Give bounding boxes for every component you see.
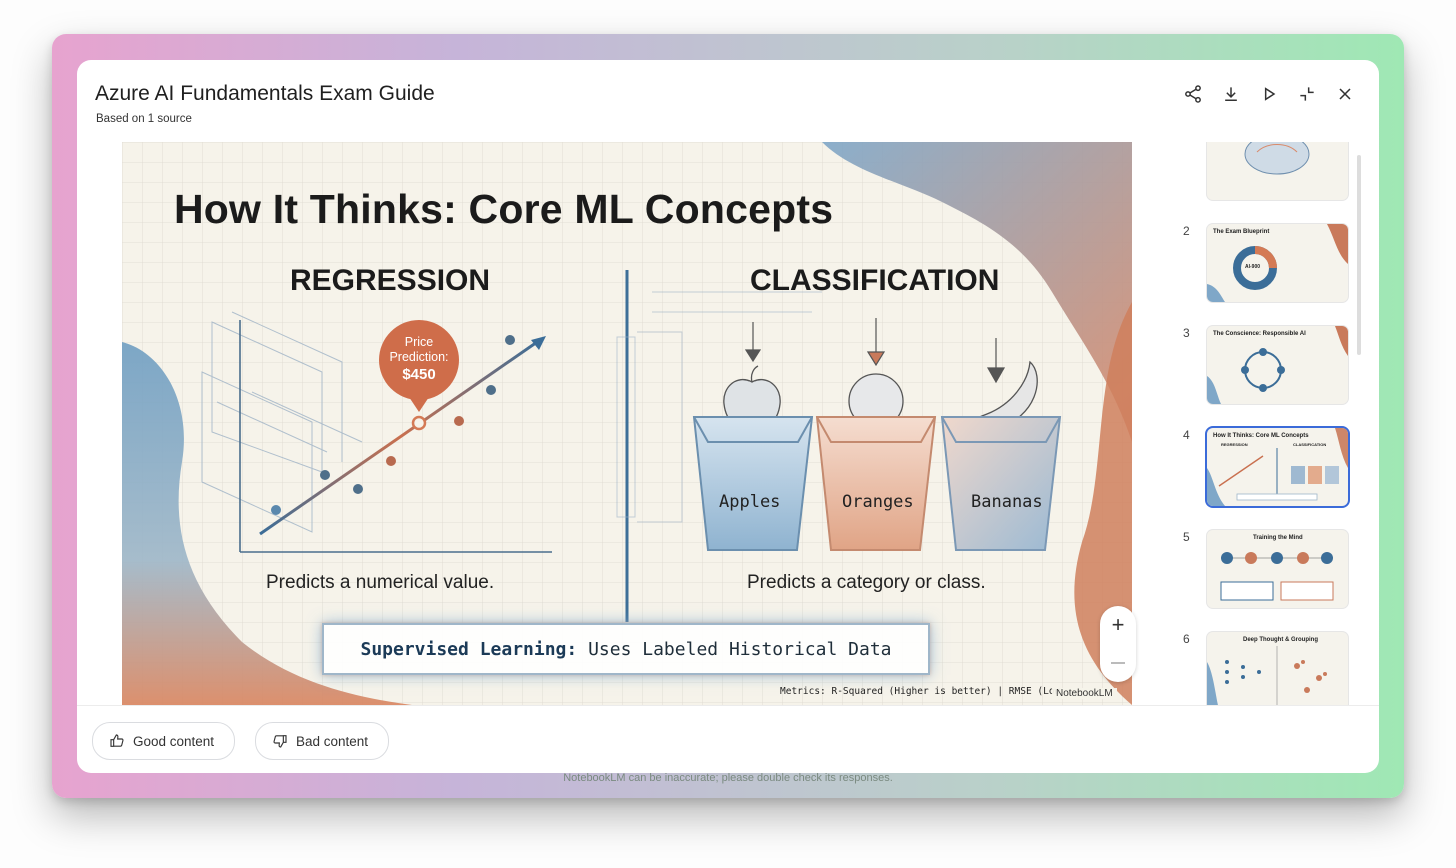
zoom-in-button[interactable]: + (1111, 612, 1125, 637)
header-actions (1181, 82, 1357, 106)
thumbnail-1[interactable] (1177, 142, 1367, 202)
ring-illustration (1207, 326, 1348, 404)
thumbnail-6[interactable]: 6 Deep Thought & Grouping (1177, 632, 1367, 705)
price-value: $450 (402, 366, 436, 383)
thumbnail-card[interactable] (1207, 142, 1348, 200)
thumbnail-card[interactable]: The Conscience: Responsible AI (1207, 326, 1348, 404)
footer-divider (77, 705, 1379, 706)
metrics-note: Metrics: R-Squared (Higher is better) | … (780, 686, 1061, 697)
thumbs-up-icon (110, 734, 124, 747)
bad-content-button[interactable]: Bad content (255, 722, 390, 760)
thumbnail-card-selected[interactable]: How It Thinks: Core ML Concepts REGRESSI… (1207, 428, 1348, 506)
thumbnail-4[interactable]: 4 How It Thinks: Core ML Concepts REGRES… (1177, 428, 1367, 508)
slide-artwork (122, 142, 1132, 705)
thumbnail-number: 2 (1183, 224, 1190, 238)
thumbnail-5[interactable]: 5 Training the Mind (1177, 530, 1367, 610)
good-content-button[interactable]: Good content (92, 722, 236, 760)
supervised-learning-bold: Supervised Learning: (360, 638, 578, 660)
network-illustration (1207, 646, 1327, 705)
disclaimer-text: NotebookLM can be inaccurate; please dou… (563, 772, 893, 784)
thumbnail-card[interactable]: The Exam Blueprint AI-900 (1207, 224, 1348, 302)
play-icon[interactable] (1257, 82, 1281, 106)
thumbs-down-icon (273, 735, 287, 748)
notebooklm-watermark: NotebookLM (1052, 688, 1117, 699)
slide-viewer-modal: Azure AI Fundamentals Exam Guide Based o… (77, 60, 1379, 773)
current-slide: How It Thinks: Core ML Concepts REGRESSI… (122, 142, 1132, 705)
price-label-1: Price (404, 335, 434, 349)
thumbnail-card[interactable]: Deep Thought & Grouping (1207, 632, 1348, 705)
page-title: Azure AI Fundamentals Exam Guide (95, 82, 435, 105)
donut-illustration (1207, 224, 1348, 302)
thumbnail-scrollbar[interactable] (1357, 155, 1361, 355)
good-content-label: Good content (133, 733, 215, 749)
thumbnail-number: 5 (1183, 530, 1190, 544)
thumbnail-number: 6 (1183, 632, 1190, 646)
thumbnail-3[interactable]: 3 The Conscience: Responsible AI (1177, 326, 1367, 406)
regression-heading: REGRESSION (290, 264, 491, 297)
flow-illustration (1220, 552, 1334, 601)
classification-heading: CLASSIFICATION (750, 264, 1000, 297)
thumbnail-sub-right: CLASSIFICATION (1293, 442, 1327, 447)
thumbnail-title: Deep Thought & Grouping (1243, 637, 1318, 643)
bad-content-label: Bad content (296, 733, 369, 749)
regression-points (271, 335, 515, 515)
zoom-out-button[interactable] (1111, 662, 1125, 664)
thumbnail-number: 3 (1183, 326, 1190, 340)
slide-thumbnails: 2 The Exam Blueprint AI-900 3 The Consci… (1177, 142, 1367, 705)
watermark-text: NotebookLM (1056, 688, 1113, 699)
download-icon[interactable] (1219, 82, 1243, 106)
classification-caption: Predicts a category or class. (747, 572, 986, 593)
thumbnail-title: Training the Mind (1253, 535, 1303, 541)
supervised-learning-banner: Supervised Learning: Uses Labeled Histor… (322, 623, 930, 675)
close-icon[interactable] (1333, 82, 1357, 106)
share-icon[interactable] (1181, 82, 1205, 106)
source-count: Based on 1 source (96, 113, 192, 125)
thumbnail-sub-left: REGRESSION (1221, 442, 1248, 447)
thumbnail-card[interactable]: Training the Mind (1207, 530, 1348, 608)
thumbnail-number: 4 (1183, 428, 1190, 442)
bin-label-oranges: Oranges (842, 492, 914, 512)
thumbnail-title: The Conscience: Responsible AI (1213, 331, 1306, 337)
mini-slide-illustration (1207, 428, 1348, 506)
thumbnail-2[interactable]: 2 The Exam Blueprint AI-900 (1177, 224, 1367, 304)
supervised-learning-text: Uses Labeled Historical Data (577, 638, 892, 660)
price-label-2: Prediction: (389, 350, 449, 364)
price-bubble: Price Prediction: $450 (379, 335, 459, 384)
bin-label-bananas: Bananas (971, 492, 1043, 512)
zoom-control[interactable]: + (1100, 606, 1136, 682)
regression-caption: Predicts a numerical value. (266, 572, 495, 593)
thumbnail-title: How It Thinks: Core ML Concepts (1213, 433, 1309, 439)
thumbnail-title: The Exam Blueprint (1213, 229, 1270, 235)
thumbnail-center-text: AI-900 (1245, 264, 1261, 270)
slide-title: How It Thinks: Core ML Concepts (174, 186, 834, 232)
bin-label-apples: Apples (719, 492, 781, 512)
collapse-icon[interactable] (1295, 82, 1319, 106)
brain-illustration (1244, 142, 1310, 175)
